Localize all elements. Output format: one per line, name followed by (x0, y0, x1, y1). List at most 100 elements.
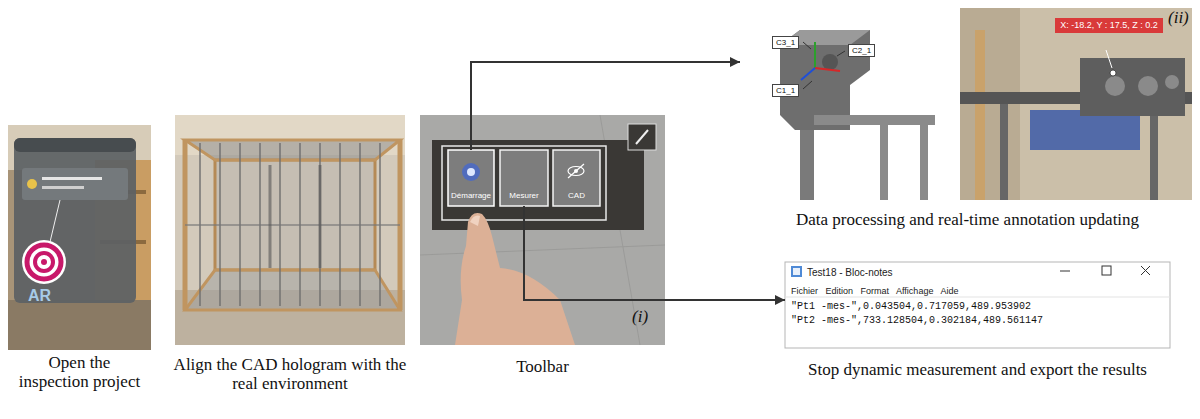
project-icon (27, 179, 37, 189)
button-label: Mesurer (509, 191, 538, 201)
screenshot-panel: Align the CAD hologram with the real env… (175, 115, 405, 345)
toolbar-button: CAD (553, 150, 600, 206)
cad-hole (822, 54, 838, 70)
button-face (500, 150, 548, 206)
press-glow (462, 163, 480, 181)
result-line: "Pt1 -mes-",0.043504,0.717059,489.953902 (791, 300, 1170, 313)
caption: Stop dynamic measurement and export the … (788, 360, 1168, 379)
window-frame (785, 262, 1170, 348)
photo-ground (960, 8, 1192, 200)
hologram-rail (185, 224, 400, 226)
measure-point (1110, 70, 1116, 76)
callout-number: (ii) (1168, 8, 1189, 28)
floor-ground (420, 115, 665, 345)
logo-disc (22, 240, 66, 284)
cad-bar (920, 125, 928, 200)
room-floor (8, 300, 151, 350)
cage-floor (185, 270, 400, 310)
cad-view (742, 8, 935, 200)
pin-button (628, 124, 656, 150)
button-face (448, 150, 494, 206)
result-line: "Pt2 -mes-",733.128504,0.302184,489.5611… (791, 314, 1170, 327)
app-name: AR (28, 287, 51, 305)
cage-top (185, 140, 400, 160)
toolbar-button: Mesurer (500, 150, 548, 206)
ar-photo (960, 8, 1192, 200)
coordinate-tag: X: -18.2, Y : 17.5, Z : 0.2 (1055, 18, 1163, 33)
annotation-tag: C2_1 (848, 44, 875, 57)
toolbar-panel (432, 140, 644, 230)
label-anchor: AR (28, 287, 51, 305)
pin-icon (636, 130, 648, 144)
room-ground (8, 125, 151, 350)
close-icon (1141, 266, 1150, 275)
coordinate-label: X: -18.2, Y : 17.5, Z : 0.2 (1059, 20, 1159, 31)
hand (455, 213, 575, 345)
app-panel (14, 138, 136, 303)
leader-line (837, 51, 845, 56)
metal-post (1000, 104, 1008, 200)
hologram-bar (319, 143, 321, 306)
grey-bracket (1080, 58, 1185, 116)
leader-line (803, 42, 811, 49)
notepad-window: Test18 - Bloc-notesFichier Edition Forma… (785, 262, 1170, 348)
toolbar-button: Démarrage (448, 150, 494, 206)
window-title: Test18 - Bloc-notes (807, 266, 893, 279)
item-line (42, 186, 84, 189)
caption: Open the inspection project (18, 353, 142, 391)
cad-bar (814, 115, 935, 125)
cad-bar (880, 125, 888, 200)
label-anchor: (ii) (1168, 8, 1189, 28)
tag-label: C1_1 (776, 85, 795, 96)
item-line (42, 177, 102, 180)
hologram-partition (319, 165, 322, 268)
close-icon (1141, 266, 1150, 275)
notepad-window (785, 262, 1170, 348)
window-icon-page (793, 268, 800, 275)
button-face (553, 150, 600, 206)
label-anchor: (i) (632, 307, 648, 327)
pointer-ray (50, 200, 60, 242)
cad-bar (800, 130, 814, 200)
app-header (14, 138, 136, 152)
logo-ring (35, 253, 53, 271)
leader-line (803, 81, 812, 89)
menu-separator (785, 297, 1170, 298)
caption: Align the CAD hologram with the real env… (170, 355, 410, 393)
metal-post (1150, 104, 1158, 200)
app-screenshot (8, 125, 151, 350)
wood-post (975, 30, 985, 200)
screenshot-panel: Open the inspection project (8, 125, 151, 350)
bracket-hole (1105, 76, 1125, 96)
caption: Toolbar (483, 357, 603, 376)
cad-ground (742, 8, 935, 200)
menu-bar: Fichier Edition Format Affichage Aide (791, 285, 1170, 297)
hologram-partition (269, 165, 272, 268)
project-item (22, 168, 128, 200)
bracket-hole (1165, 75, 1179, 89)
maximize-icon (1102, 266, 1111, 275)
logo-ring (27, 245, 61, 279)
eye-slash (568, 164, 584, 178)
window-icon (791, 266, 802, 277)
callout-number: (i) (632, 307, 648, 327)
image-group: Data processing and real-time annotation… (740, 5, 1195, 205)
press-dot (467, 168, 475, 176)
floor-joint (420, 245, 665, 255)
axis-z (801, 68, 815, 80)
bracket-hole (1138, 76, 1158, 96)
connector-arrow (524, 206, 785, 300)
minimize-icon (1060, 271, 1070, 272)
room-ground (175, 115, 405, 345)
axis-y (814, 42, 816, 68)
hologram-screenshot (175, 115, 405, 345)
toolbar-screenshot (420, 115, 665, 345)
annotation-tag: C1_1 (772, 84, 799, 97)
button-label: Démarrage (451, 191, 491, 201)
axis-x (815, 68, 840, 71)
connector-arrow (471, 62, 740, 150)
caption: Data processing and real-time annotation… (748, 210, 1188, 229)
tag-label: C2_1 (852, 45, 871, 56)
leader-line (1106, 50, 1112, 68)
